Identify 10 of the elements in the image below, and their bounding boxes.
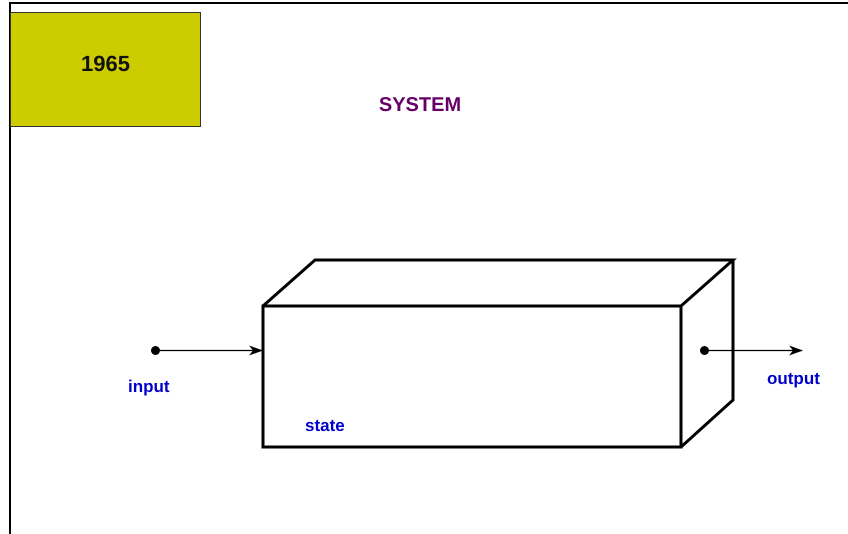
state-label: state	[305, 416, 345, 436]
connection-dot	[151, 346, 160, 355]
year-box	[10, 12, 201, 127]
port-label: output	[767, 369, 820, 389]
connection-dot	[700, 346, 709, 355]
title: SYSTEM	[378, 94, 462, 117]
port-label: input	[128, 377, 170, 397]
arrow	[160, 346, 263, 356]
year-text: 1965	[81, 50, 130, 76]
arrow	[709, 346, 803, 356]
